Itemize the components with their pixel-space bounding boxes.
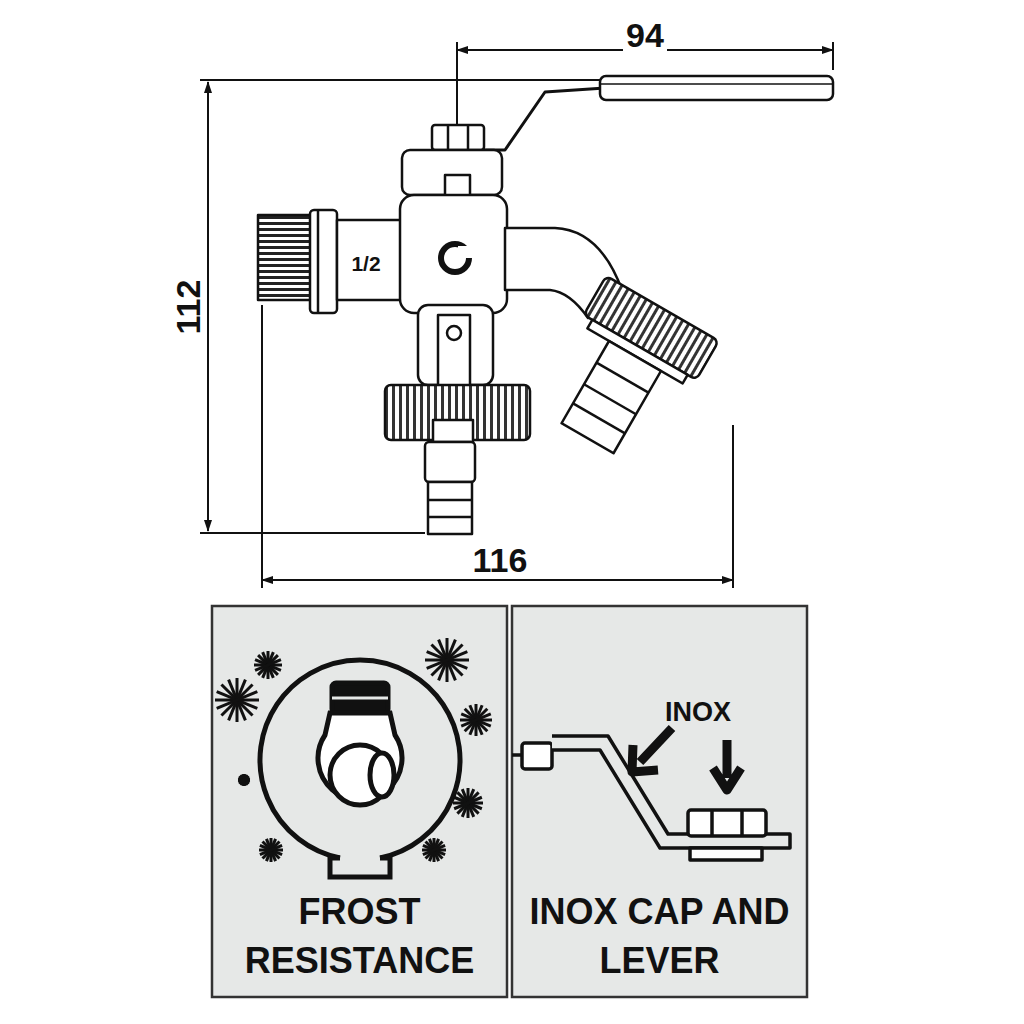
dimension-lines (200, 42, 833, 588)
feature-panels (212, 606, 807, 997)
dimension-value: 116 (470, 543, 531, 577)
feature-panel: INOX INOX CAP AND LEVER (512, 606, 807, 997)
material-label: INOX (665, 697, 731, 728)
size-label: 1/2 (348, 253, 383, 274)
lever-icon (512, 728, 790, 860)
snowflakes (215, 638, 492, 862)
feature-panel: FROST RESISTANCE (212, 606, 507, 997)
dimension-value: 112 (171, 277, 205, 338)
tap-body (258, 76, 833, 534)
feature-caption: INOX CAP AND LEVER (512, 887, 807, 986)
dimension-value: 94 (623, 18, 667, 52)
feature-caption: FROST RESISTANCE (212, 887, 507, 986)
frost-icon (260, 660, 460, 877)
